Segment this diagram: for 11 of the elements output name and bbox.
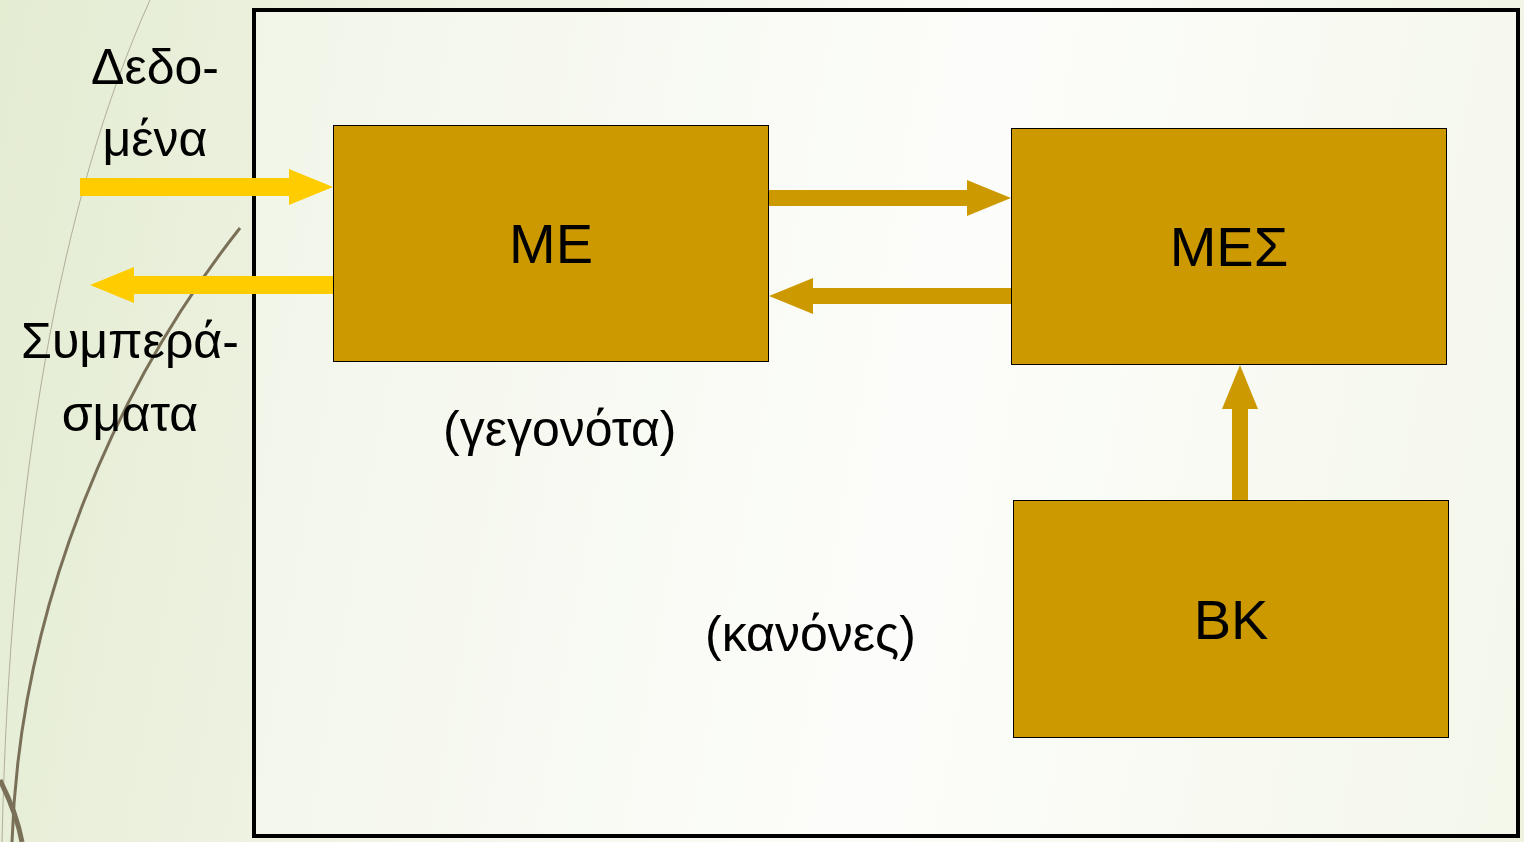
process-box (1013, 500, 1449, 738)
box-label: ΜΕΣ (1169, 214, 1289, 279)
caption-text: (γεγονότα) (443, 400, 677, 458)
caption-text: (κανόνες) (705, 605, 916, 663)
process-box (333, 125, 769, 362)
io-label: Συμπερά- σματα (20, 312, 240, 444)
box-label: ΜΕ (509, 211, 593, 276)
frame-box (252, 8, 1520, 838)
box-label: ΒΚ (1193, 586, 1269, 652)
io-label: Δεδο- μένα (90, 37, 220, 169)
process-box (1011, 128, 1447, 365)
